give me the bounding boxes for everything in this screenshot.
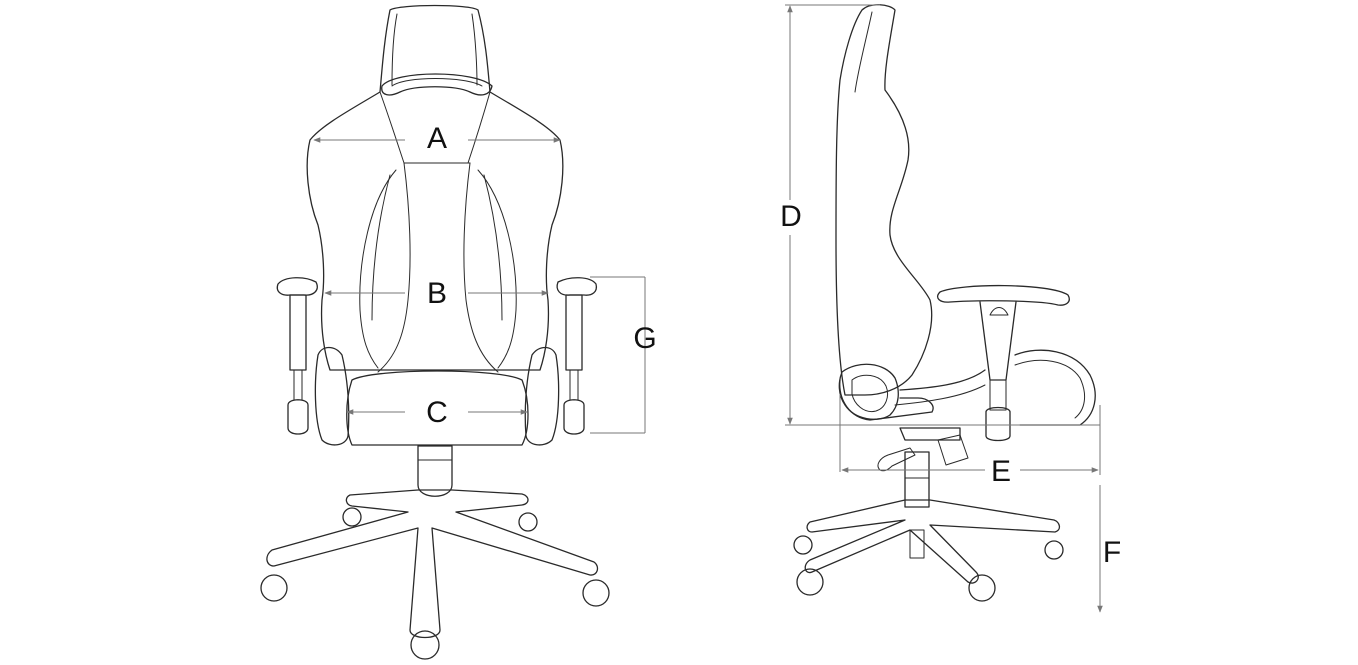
side-gas-cylinder <box>904 451 930 508</box>
side-backrest-outline <box>835 4 933 396</box>
side-seat <box>839 379 934 421</box>
front-star-base <box>266 489 599 639</box>
headrest-slot <box>381 73 493 96</box>
side-armrest <box>936 284 1070 306</box>
label-a: A <box>427 122 447 155</box>
label-d: D <box>780 200 802 233</box>
label-f: F <box>1103 536 1121 569</box>
side-view-chair <box>793 4 1096 602</box>
front-right-armrest <box>556 277 598 296</box>
side-star-base <box>804 499 1061 584</box>
label-e: E <box>991 455 1011 488</box>
side-casters <box>793 535 1064 602</box>
front-view-chair <box>260 4 610 660</box>
front-casters <box>260 507 610 660</box>
label-c: C <box>426 396 448 429</box>
label-g: G <box>633 322 656 355</box>
label-b: B <box>427 277 447 310</box>
front-left-armrest <box>276 277 318 296</box>
front-seat <box>346 370 529 446</box>
side-tilt-mechanism <box>899 427 961 441</box>
front-gas-cylinder <box>417 445 453 497</box>
front-backrest-outline <box>306 4 564 371</box>
